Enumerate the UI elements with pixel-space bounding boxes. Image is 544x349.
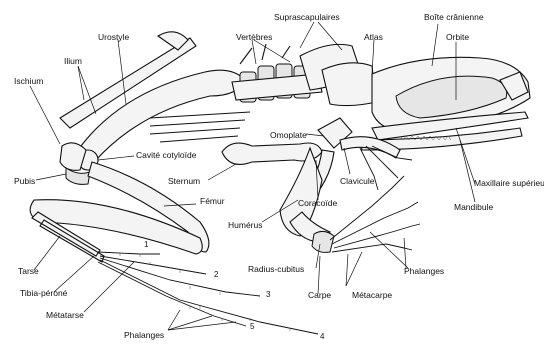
- carpus-bone: [312, 231, 334, 252]
- label-clavicule: Clavicule: [340, 176, 375, 186]
- label-boite-cranienne: Boîte crânienne: [424, 12, 484, 22]
- label-metacarpe: Métacarpe: [352, 290, 392, 300]
- label-phalanges-hind: Phalanges: [124, 330, 164, 340]
- label-omoplate: Omoplate: [270, 130, 307, 140]
- metacarpal-lines: [330, 206, 392, 252]
- label-cavite-cotyloide: Cavité cotyloïde: [136, 150, 196, 160]
- label-coracoide: Coracoïde: [298, 198, 337, 208]
- label-ischium: Ischium: [14, 76, 43, 86]
- label-phalanges-front: Phalanges: [404, 266, 444, 276]
- label-tibia-perone: Tibia-péroné: [20, 288, 67, 298]
- toe-number-2: 2: [214, 270, 218, 279]
- finger-phalanges: [372, 176, 420, 250]
- label-femur: Fémur: [200, 196, 225, 206]
- label-sternum: Sternum: [168, 176, 200, 186]
- toe-number-5: 5: [250, 322, 254, 331]
- label-suprascapulaires: Suprascapulaires: [274, 12, 340, 22]
- label-radius-cubitus: Radius-cubitus: [248, 264, 304, 274]
- label-atlas: Atlas: [364, 32, 383, 42]
- label-maxillaire-superieur: Maxillaire supérieur: [474, 178, 544, 188]
- label-mandibule: Mandibule: [454, 202, 493, 212]
- label-ilium: Ilium: [64, 56, 82, 66]
- label-pubis: Pubis: [14, 176, 35, 186]
- toe-number-1: 1: [144, 240, 148, 249]
- label-orbite: Orbite: [446, 32, 469, 42]
- toe-number-4: 4: [320, 332, 324, 341]
- toe-number-3: 3: [266, 290, 270, 299]
- label-humerus: Humérus: [228, 220, 262, 230]
- label-urostyle: Urostyle: [98, 32, 129, 42]
- label-metatarse: Métatarse: [46, 310, 84, 320]
- label-vertebres: Vertèbres: [236, 32, 272, 42]
- label-carpe: Carpe: [308, 290, 331, 300]
- suprascapula-right: [322, 63, 376, 106]
- ilium-bone: [78, 70, 245, 160]
- label-tarse: Tarse: [18, 266, 39, 276]
